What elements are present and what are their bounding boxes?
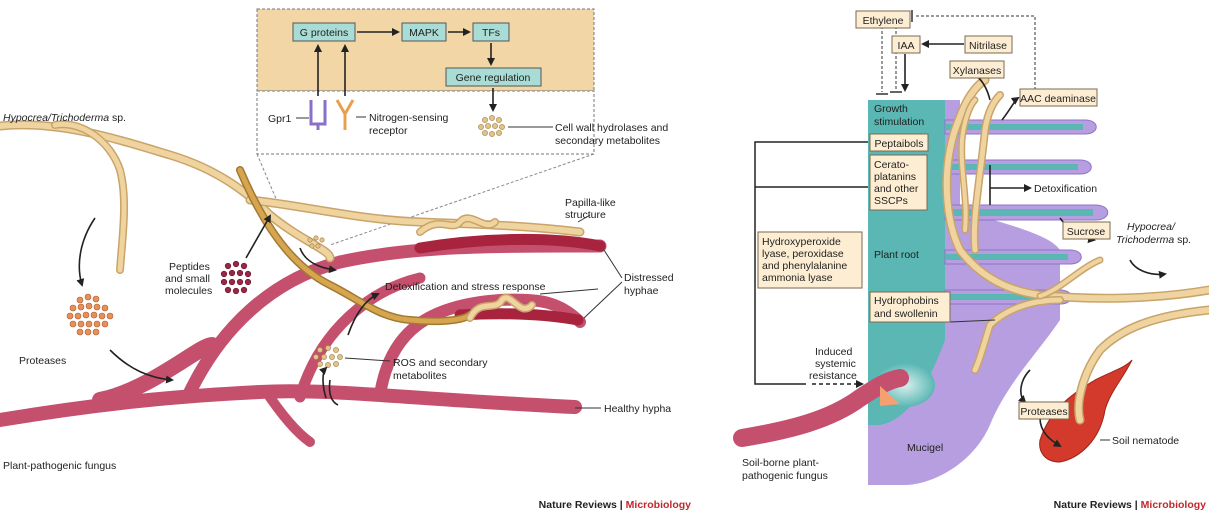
nematode-label: Soil nematode: [1112, 435, 1179, 447]
ros-dots-icon: [313, 345, 342, 367]
nitrilase-text: Nitrilase: [969, 40, 1007, 52]
hydrophobins-text-1: Hydrophobins: [874, 295, 939, 307]
healthy-hypha-label: Healthy hypha: [604, 403, 671, 415]
distressed-hypha-lower: [460, 314, 578, 320]
peptides-label-2: and small: [165, 273, 210, 285]
credit-left: Nature Reviews | Microbiology: [539, 499, 691, 511]
papilla-label-2: structure: [565, 209, 606, 221]
arrow-detox: [990, 178, 1030, 188]
credit-right: Nature Reviews | Microbiology: [1054, 499, 1206, 511]
gpr1-label: Gpr1: [268, 113, 292, 125]
aac-deaminase-text: AAC deaminase: [1020, 93, 1096, 105]
isr-label-3: resistance: [809, 370, 857, 382]
growth-label-1: Growth: [874, 103, 908, 115]
hydroxy-text-1: Hydroxyperoxide: [762, 236, 841, 248]
organism-label-right-1: Hypocrea/: [1127, 221, 1176, 233]
isr-label-1: Induced: [815, 346, 853, 358]
tfs-text: TFs: [482, 27, 500, 39]
arrow-to-proteases: [79, 218, 95, 285]
peptaibols-text: Peptaibols: [874, 138, 923, 150]
papilla-label-1: Papilla-like: [565, 197, 616, 209]
growth-label-2: stimulation: [874, 116, 924, 128]
organism-label-right-2: Trichoderma sp.: [1116, 234, 1191, 246]
pathogen-label-left: Plant-pathogenic fungus: [3, 460, 116, 472]
detox-stress-label: Detoxification and stress response: [385, 281, 546, 293]
peptides-label-1: Peptides: [169, 261, 210, 273]
hydroxy-text-3: and phenylalanine: [762, 260, 847, 272]
nitrogen-sensing-label-1: Nitrogen-sensing: [369, 112, 449, 124]
soil-borne-label-2: pathogenic fungus: [742, 470, 828, 482]
pathogen-hyphae: [0, 239, 600, 442]
ethylene-text: Ethylene: [863, 15, 904, 27]
isr-label-2: systemic: [815, 358, 856, 370]
ros-label-1: ROS and secondary: [393, 357, 488, 369]
hydroxy-text-2: lyase, peroxidase: [762, 248, 844, 260]
arrow-peptides-up: [246, 216, 270, 258]
organism-label-left: Hypocrea/Trichoderma sp.: [3, 112, 126, 124]
protease-dots-icon: [67, 294, 113, 335]
nitrogen-sensing-label-2: receptor: [369, 125, 408, 137]
cell-wall-label-1: Cell wall hydrolases and: [555, 122, 668, 134]
hydroxy-text-4: ammonia lyase: [762, 272, 833, 284]
cell-wall-label-2: secondary metabolites: [555, 135, 660, 147]
mucigel-label: Mucigel: [907, 442, 943, 454]
cerato-text-4: SSCPs: [874, 195, 908, 207]
xylanases-text: Xylanases: [953, 65, 1001, 77]
proteases-text-right: Proteases: [1020, 406, 1067, 418]
cerato-text-3: and other: [874, 183, 919, 195]
distressed-label-2: hyphae: [624, 285, 659, 297]
g-proteins-text: G proteins: [300, 27, 348, 39]
right-panel: Ethylene IAA Nitrilase Xylanases AAC dea…: [742, 10, 1209, 511]
peptide-dots-icon: [221, 261, 251, 294]
left-panel: G proteins MAPK TFs Gene regulation: [0, 9, 691, 511]
gene-regulation-text: Gene regulation: [456, 72, 531, 84]
plant-root-label: Plant root: [874, 249, 919, 261]
hydrophobins-text-2: and swollenin: [874, 308, 938, 320]
cerato-text-1: Cerato-: [874, 159, 910, 171]
sucrose-text: Sucrose: [1067, 226, 1106, 238]
arrow-aac: [1002, 98, 1018, 120]
peptides-label-3: molecules: [165, 285, 212, 297]
detoxification-label: Detoxification: [1034, 183, 1097, 195]
proteases-label-left: Proteases: [19, 355, 66, 367]
mapk-text: MAPK: [409, 27, 439, 39]
iaa-text: IAA: [898, 40, 915, 52]
soil-borne-label-1: Soil-borne plant-: [742, 457, 820, 469]
cerato-text-2: platanins: [874, 171, 916, 183]
ros-label-2: metabolites: [393, 370, 447, 382]
distressed-label-1: Distressed: [624, 272, 674, 284]
